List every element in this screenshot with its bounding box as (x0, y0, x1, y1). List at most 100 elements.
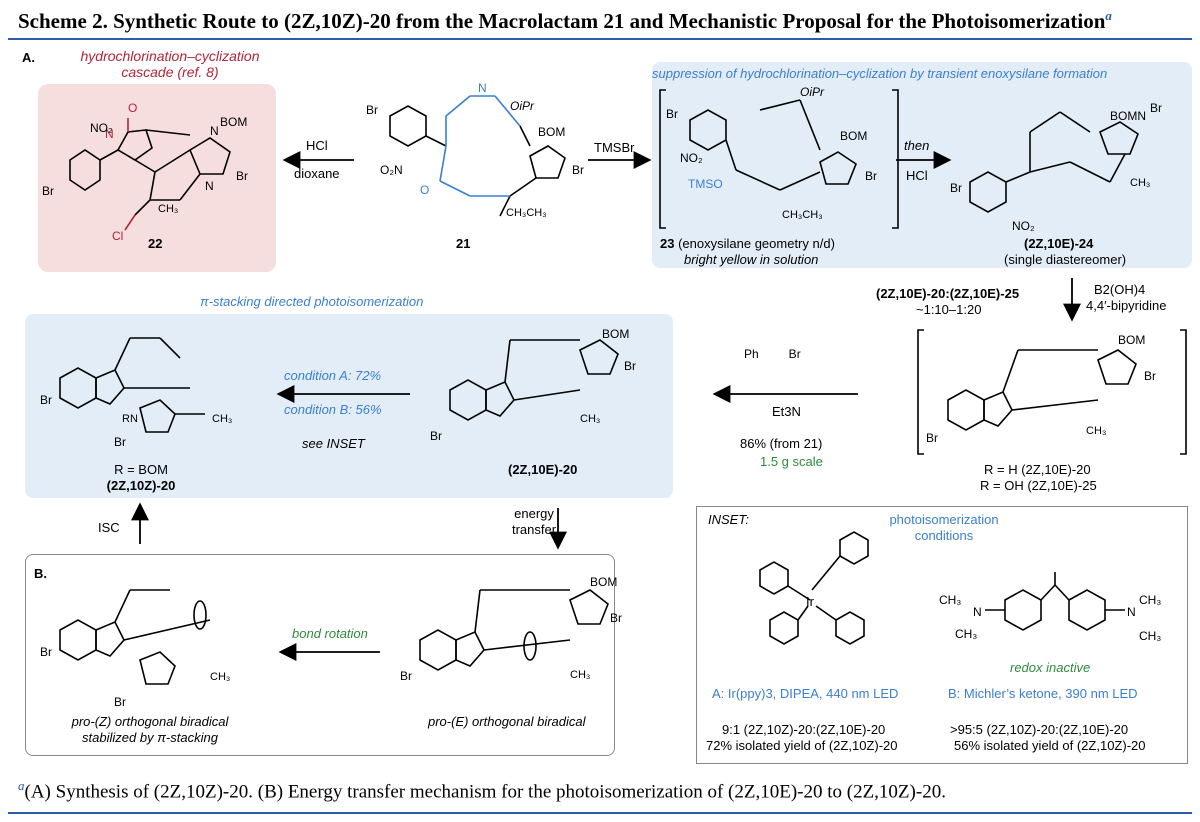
label-dioxane: dioxane (294, 166, 340, 181)
footer-rule (8, 812, 1192, 814)
label-isc: ISC (98, 520, 120, 535)
svg-text:NO₂: NO₂ (90, 121, 113, 135)
svg-text:TMSO: TMSO (688, 177, 723, 191)
label-condition-a: condition A: 72% (284, 368, 382, 383)
phenacyl-bromide: Ph Br (744, 347, 801, 361)
svg-text:Cl: Cl (112, 229, 123, 243)
svg-text:Ir: Ir (806, 594, 815, 609)
inset-box (696, 506, 1188, 764)
svg-text:OiPr: OiPr (800, 85, 825, 99)
label-compound-22: 22 (148, 236, 163, 251)
pro-e-biradical-structure: Br BOM Br CH₃ (400, 575, 622, 683)
label-pro-z-line1: pro-(Z) orthogonal biradical (71, 714, 229, 729)
svg-text:OiPr: OiPr (510, 99, 535, 113)
cascade-note-line2: cascade (ref. 8) (121, 64, 219, 80)
svg-text:N: N (210, 124, 219, 138)
scheme-title-text: Scheme 2. Synthetic Route to (2Z,10Z)-20… (18, 9, 1106, 33)
svg-text:Br: Br (42, 184, 54, 198)
svg-text:CH₃: CH₃ (1086, 425, 1106, 437)
svg-text:O: O (128, 101, 137, 115)
svg-text:Br: Br (950, 181, 962, 195)
svg-text:RN: RN (122, 413, 138, 425)
label-scale: 1.5 g scale (760, 454, 823, 469)
label-transfer: transfer (511, 522, 557, 537)
svg-text:BOM: BOM (538, 125, 565, 139)
inset-a-yield: 72% isolated yield of (2Z,10Z)-20 (706, 738, 898, 753)
label-pro-z-line2: stabilized by π-stacking (82, 730, 218, 745)
label-b2oh4: B2(OH)4 (1094, 282, 1146, 297)
label-condition-b: condition B: 56% (284, 402, 382, 417)
compound-22-structure: O N NO₂ Br N BOM Br N Cl CH₃ (42, 101, 248, 243)
compound-20-25-structure: Br BOM Br CH₃ (917, 329, 1187, 455)
label-compound-24: (2Z,10E)-24 (1024, 236, 1094, 251)
label-bipyridine: 4,4′-bipyridine (1086, 298, 1167, 313)
svg-text:BOMN: BOMN (1110, 109, 1146, 123)
label-r-h: R = H (2Z,10E)-20 (984, 462, 1091, 477)
svg-text:NO₂: NO₂ (680, 151, 703, 165)
label-pro-z-biradical: pro-(Z) orthogonal biradical stabilized … (40, 714, 260, 746)
svg-text:CH₃: CH₃ (570, 669, 590, 681)
footnote-text: (A) Synthesis of (2Z,10Z)-20. (B) Energy… (24, 781, 946, 803)
label-compound-24-note: (single diastereomer) (1004, 252, 1127, 267)
label-et3n: Et3N (772, 404, 801, 419)
scheme-title: Scheme 2. Synthetic Route to (2Z,10Z)-20… (18, 8, 1112, 34)
inset-condition-a: A: Ir(ppy)3, DIPEA, 440 nm LED (712, 686, 899, 701)
svg-text:CH₃: CH₃ (939, 593, 961, 607)
svg-text:BOM: BOM (220, 115, 247, 129)
label-compound-23-number: 23 (660, 236, 675, 251)
cascade-note: hydrochlorination–cyclization cascade (r… (60, 48, 280, 80)
label-compound-20Z: (2Z,10Z)-20 (106, 478, 176, 493)
scheme-footnote: a(A) Synthesis of (2Z,10Z)-20. (B) Energ… (18, 778, 946, 803)
compound-20Z-structure: Br RN Br CH₃ (40, 337, 232, 449)
suppression-panel (652, 62, 1192, 268)
svg-text:N: N (205, 179, 214, 193)
svg-text:Br: Br (40, 645, 52, 659)
inset-condition-b: B: Michler’s ketone, 390 nm LED (948, 686, 1138, 701)
title-rule (8, 38, 1192, 40)
mechanism-box (25, 554, 615, 756)
svg-text:CH₃: CH₃ (1139, 593, 1161, 607)
svg-text:Br: Br (40, 393, 52, 407)
label-hcl2: HCl (906, 168, 928, 183)
svg-text:N: N (973, 605, 982, 619)
label-compound-20E: (2Z,10E)-20 (508, 462, 578, 477)
svg-text:CH₃: CH₃ (955, 627, 977, 641)
svg-text:CH₃: CH₃ (1139, 629, 1161, 643)
inset-a-ratio: 9:1 (2Z,10Z)-20:(2Z,10E)-20 (722, 722, 886, 737)
inset-label: INSET: (708, 512, 749, 527)
svg-text:Br: Br (236, 169, 248, 183)
svg-text:CH₃: CH₃ (212, 413, 232, 425)
svg-text:Br: Br (114, 695, 126, 709)
svg-text:Br: Br (400, 669, 412, 683)
compound-21-structure: Br O₂N O N OiPr BOM Br CH₃CH₃ (366, 81, 584, 219)
svg-text:CH₃: CH₃ (1130, 177, 1150, 189)
cascade-panel (38, 84, 276, 272)
svg-text:Br: Br (1150, 101, 1162, 115)
cascade-note-line1: hydrochlorination–cyclization (80, 48, 260, 64)
label-energy-transfer: energy transfer (508, 506, 560, 538)
pro-z-biradical-structure: Br Br CH₃ (40, 589, 230, 709)
svg-text:Br: Br (366, 103, 378, 117)
svg-text:CH₃: CH₃ (580, 413, 600, 425)
svg-text:Br: Br (1144, 369, 1156, 383)
svg-text:BOM: BOM (1118, 333, 1145, 347)
svg-text:N: N (1127, 605, 1136, 619)
svg-text:Br: Br (666, 107, 678, 121)
label-compound-23-note: (enoxysilane geometry n/d) (678, 236, 835, 251)
label-compound-20Z-block: R = BOM (2Z,10Z)-20 (96, 462, 186, 494)
inset-redox-note: redox inactive (1010, 660, 1091, 675)
label-compound-23: 23 (enoxysilane geometry n/d) (660, 236, 835, 252)
footnote-marker: a (18, 778, 25, 793)
label-compound-21: 21 (456, 236, 471, 251)
section-a-label: A. (22, 50, 35, 65)
compound-20E-structure: Br BOM Br CH₃ (430, 327, 636, 443)
photoisomerization-panel (25, 314, 673, 498)
svg-text:BOM: BOM (590, 575, 617, 589)
svg-text:CH₃: CH₃ (210, 671, 230, 683)
label-yield: 86% (from 21) (740, 436, 823, 451)
svg-text:O: O (420, 183, 429, 197)
svg-text:BOM: BOM (602, 327, 629, 341)
inset-heading-line1: photoisomerization (889, 512, 999, 527)
section-b-label: B. (34, 566, 47, 581)
